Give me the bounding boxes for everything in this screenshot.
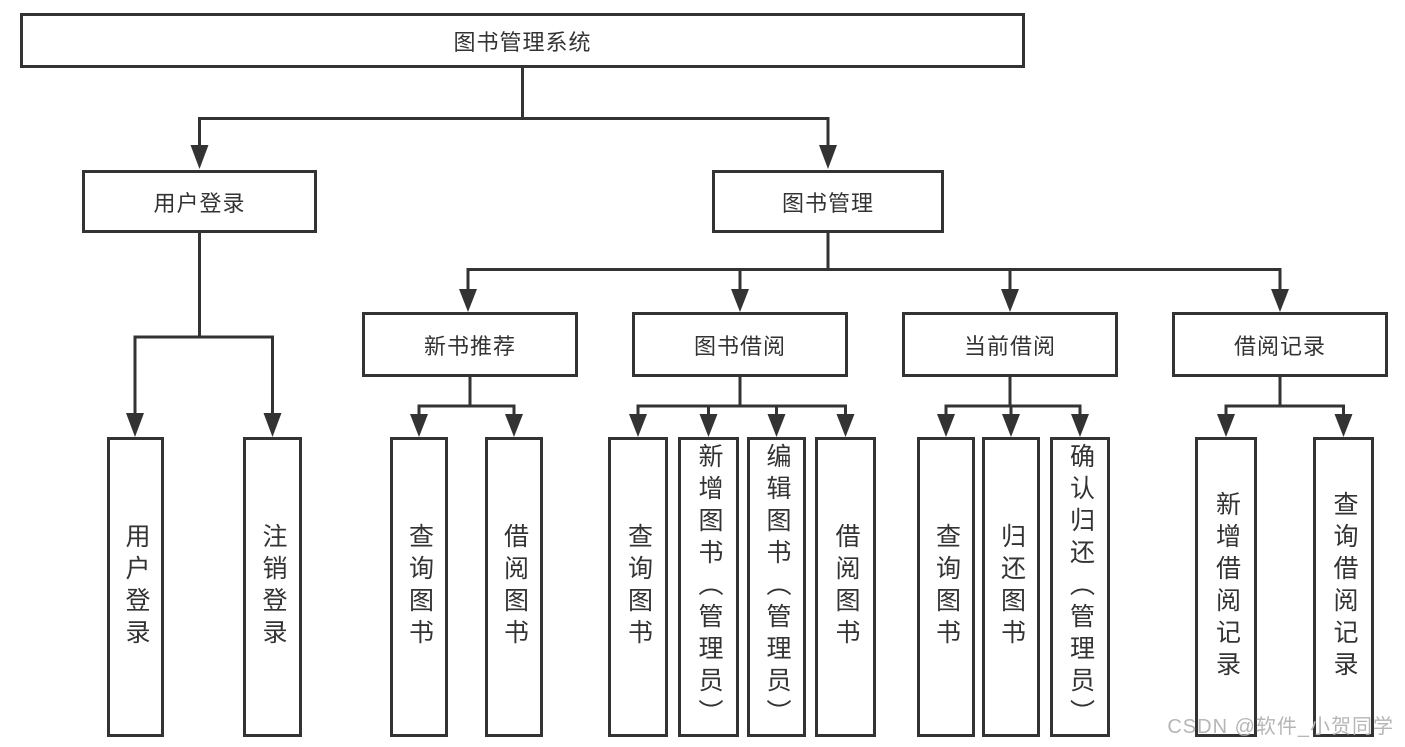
leaf-query-borrow-record: 查询借阅记录 xyxy=(1313,437,1374,737)
edge-current-borrow-to-leaves xyxy=(937,377,1089,437)
leaf-query-borrow-record-label: 查询借阅记录 xyxy=(1330,491,1358,683)
leaf-add-book-admin: 新增图书（管理员） xyxy=(678,437,739,737)
edge-borrow-records-to-leaves xyxy=(1217,377,1353,437)
leaf-borrow-books-label: 借阅图书 xyxy=(832,523,860,651)
leaf-borrow-query-books: 查询图书 xyxy=(608,437,668,737)
edge-user-login-to-leaves xyxy=(126,233,282,437)
node-book-management: 图书管理 xyxy=(712,170,944,233)
node-book-management-label: 图书管理 xyxy=(781,190,874,216)
leaf-recommend-query-books: 查询图书 xyxy=(390,437,448,737)
csdn-watermark: CSDN @软件_小贺同学 xyxy=(1167,716,1394,738)
leaf-confirm-return-admin-label: 确认归还（管理员） xyxy=(1066,443,1095,731)
edge-book-borrow-to-leaves xyxy=(629,377,855,437)
leaf-user-login: 用户登录 xyxy=(107,437,164,737)
leaf-logout-label: 注销登录 xyxy=(259,523,287,651)
node-new-book-recommend: 新书推荐 xyxy=(362,312,578,377)
leaf-recommend-borrow-books: 借阅图书 xyxy=(485,437,543,737)
edge-root-to-level2 xyxy=(190,66,837,169)
node-current-borrow: 当前借阅 xyxy=(902,312,1118,377)
node-book-borrow: 图书借阅 xyxy=(632,312,848,377)
leaf-borrow-query-books-label: 查询图书 xyxy=(624,523,653,651)
node-book-borrow-label: 图书借阅 xyxy=(693,333,786,359)
leaf-add-borrow-record-label: 新增借阅记录 xyxy=(1212,491,1241,683)
node-root-label: 图书管理系统 xyxy=(453,29,592,55)
leaf-confirm-return-admin: 确认归还（管理员） xyxy=(1050,437,1110,737)
leaf-add-borrow-record: 新增借阅记录 xyxy=(1195,437,1257,737)
node-borrow-records-label: 借阅记录 xyxy=(1233,333,1326,359)
node-user-login-label: 用户登录 xyxy=(153,190,246,216)
leaf-logout: 注销登录 xyxy=(243,437,302,737)
leaf-current-query-books: 查询图书 xyxy=(917,437,975,737)
edge-book-management-to-level3 xyxy=(459,233,1289,312)
leaf-edit-book-admin-label: 编辑图书（管理员） xyxy=(763,443,791,731)
node-borrow-records: 借阅记录 xyxy=(1172,312,1388,377)
leaf-user-login-label: 用户登录 xyxy=(122,523,150,651)
leaf-recommend-query-books-label: 查询图书 xyxy=(405,523,434,651)
leaf-edit-book-admin: 编辑图书（管理员） xyxy=(747,437,806,737)
node-current-borrow-label: 当前借阅 xyxy=(963,333,1056,359)
leaf-add-book-admin-label: 新增图书（管理员） xyxy=(695,443,723,731)
leaf-return-book: 归还图书 xyxy=(982,437,1040,737)
node-root: 图书管理系统 xyxy=(20,13,1025,68)
leaf-borrow-books: 借阅图书 xyxy=(815,437,876,737)
node-user-login: 用户登录 xyxy=(82,170,317,233)
leaf-recommend-borrow-books-label: 借阅图书 xyxy=(500,523,529,651)
leaf-return-book-label: 归还图书 xyxy=(997,523,1026,651)
node-new-book-recommend-label: 新书推荐 xyxy=(423,333,516,359)
edge-new-book-recommend-to-leaves xyxy=(410,377,523,437)
leaf-current-query-books-label: 查询图书 xyxy=(932,523,961,651)
